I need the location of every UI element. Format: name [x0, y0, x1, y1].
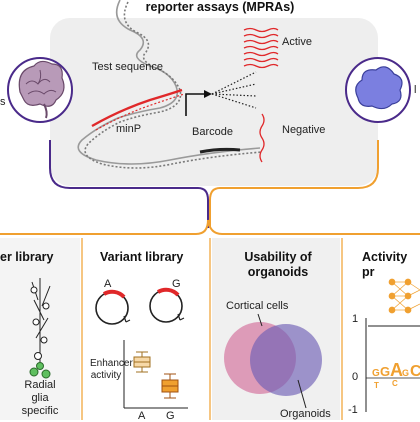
- radial-glia-icon: [29, 278, 51, 379]
- left-edge-text: s: [0, 96, 6, 108]
- plasmid-g-arrow: [177, 313, 185, 321]
- svg-text:G: G: [372, 368, 380, 379]
- svg-text:C: C: [410, 363, 420, 380]
- caption-line-1: Radial: [24, 379, 56, 391]
- figure-title: reporter assays (MPRAs): [145, 0, 295, 14]
- panel-bracket: [0, 219, 420, 235]
- active-label: Active: [282, 36, 312, 48]
- promoter-arrow: [185, 93, 204, 116]
- connector-right: [209, 140, 379, 228]
- connector-left: [49, 140, 209, 228]
- caption-line-3: specific: [21, 405, 59, 417]
- readout-fan: [211, 71, 257, 109]
- box-g: [161, 373, 179, 399]
- allele-a-label: A: [104, 278, 112, 290]
- svg-text:G: G: [380, 364, 390, 379]
- venn-organoids-label: Organoids: [280, 408, 331, 420]
- negative-rna: [259, 113, 265, 163]
- test-sequence-label: Test sequence: [92, 61, 163, 73]
- logo-tick-0: 0: [352, 371, 359, 383]
- panel-3-title-line-2: organoids: [247, 265, 309, 279]
- minp-label: minP: [116, 123, 142, 135]
- svg-text:A: A: [390, 360, 403, 380]
- plasmid-g-insert: [156, 287, 180, 297]
- allele-g-label: G: [172, 278, 181, 290]
- brain-icon: [18, 60, 65, 119]
- cell-cluster-icon: [355, 66, 403, 110]
- venn-cortical-label: Cortical cells: [226, 300, 289, 312]
- plasmid-a-arrow: [123, 315, 131, 323]
- sequence-logo: G G A G C T C: [372, 360, 420, 390]
- panel-2-bg: [84, 238, 208, 420]
- assay-panel: [50, 18, 378, 186]
- panel-1-title: er library: [0, 250, 54, 264]
- panel-3-title: Usability of organoids: [238, 250, 318, 280]
- panel-3-title-line-1: Usability of: [244, 250, 312, 264]
- logo-tick-neg1: -1: [348, 404, 358, 416]
- boxplot-x-g: G: [166, 410, 175, 422]
- panel-2-title: Variant library: [100, 250, 184, 264]
- venn-label-line-2: [297, 379, 307, 409]
- boxplot-y-label: Enhancer activity: [90, 358, 133, 381]
- radial-glia-caption: Radial glia specific: [18, 379, 62, 418]
- dna-strand: [77, 0, 263, 169]
- right-edge-text: l: [414, 84, 417, 96]
- caption-line-2: glia: [31, 392, 49, 404]
- boxplot-x-a: A: [138, 410, 146, 422]
- svg-text:T: T: [374, 381, 379, 390]
- svg-text:C: C: [392, 379, 398, 388]
- svg-text:G: G: [402, 368, 409, 378]
- panel-4-title: Activity pr: [362, 250, 408, 279]
- logo-tick-1: 1: [352, 313, 359, 325]
- venn-organoids: [250, 324, 322, 396]
- barcode-label: Barcode: [192, 126, 233, 138]
- panel-4-bg: [344, 238, 420, 420]
- promoter-arrowhead: [204, 90, 212, 98]
- venn-label-line-1: [257, 313, 263, 327]
- negative-label: Negative: [282, 124, 326, 136]
- box-a: [133, 351, 151, 373]
- active-rna: [243, 27, 279, 69]
- neural-network-icon: [388, 278, 420, 314]
- plasmid-a-insert: [102, 289, 126, 299]
